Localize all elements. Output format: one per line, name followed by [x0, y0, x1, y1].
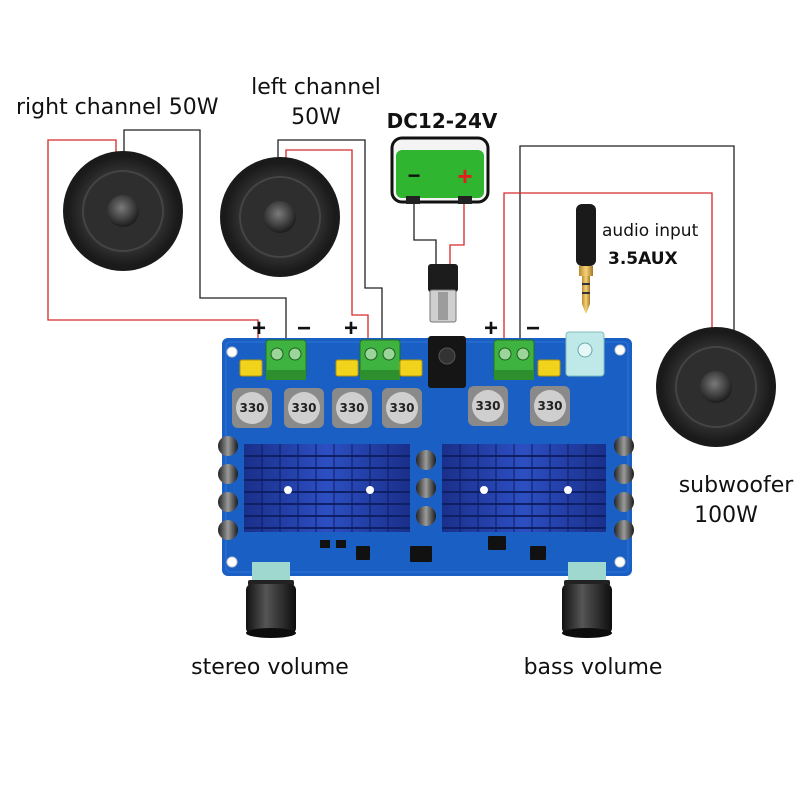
- label-subwoofer-1: subwoofer: [679, 473, 795, 498]
- label-power-supply: DC12-24V: [387, 109, 498, 133]
- wire-left-black: [277, 139, 383, 342]
- label-right-channel: right channel 50W: [16, 95, 219, 120]
- inductor-label: 330: [291, 401, 316, 415]
- sub-plus: +: [484, 315, 498, 342]
- label-audio-input-1: audio input: [602, 221, 699, 241]
- inductor-1: 330: [232, 388, 272, 428]
- bass-pot-base: [568, 562, 606, 580]
- polarity-markers: + − + + −: [252, 315, 540, 342]
- terminal-subwoofer: [493, 339, 535, 380]
- speaker-right-icon: [63, 151, 183, 271]
- wire-sub-black: [519, 145, 735, 340]
- wire-sub-red: [503, 192, 713, 340]
- battery-minus-sign: −: [408, 163, 421, 188]
- wire-left-red: [285, 149, 369, 342]
- terminal-left-channel: [359, 339, 401, 380]
- inductor-label: 330: [475, 399, 500, 413]
- battery-plus-sign: +: [457, 161, 472, 191]
- inductor-2: 330: [284, 388, 324, 428]
- electrolytic-capacitors: [218, 436, 634, 540]
- left-plus: +: [344, 315, 358, 342]
- battery-icon: − +: [390, 136, 490, 204]
- stereo-volume-knob-icon[interactable]: [246, 580, 296, 638]
- bass-volume-knob-icon[interactable]: [562, 580, 612, 638]
- inductor-6: 330: [530, 386, 570, 426]
- wire-right-black: [123, 129, 287, 342]
- inductor-label: 330: [537, 399, 562, 413]
- terminal-right-channel: [265, 339, 307, 380]
- wires: [47, 129, 735, 342]
- label-left-channel-2: 50W: [291, 105, 341, 130]
- right-minus: −: [297, 315, 311, 342]
- heatsink-right: [442, 444, 606, 532]
- label-left-channel-1: left channel: [251, 75, 381, 100]
- speaker-left-icon: [220, 157, 340, 277]
- inductors: 330 330 330 330 330: [232, 386, 570, 428]
- dc-jack-icon: [428, 264, 458, 323]
- inductor-4: 330: [382, 388, 422, 428]
- heatsink-left: [244, 444, 410, 532]
- wire-power-black: [413, 200, 437, 265]
- speaker-subwoofer-icon: [656, 327, 776, 447]
- mounting-holes: [226, 344, 626, 568]
- board-power-jack: [428, 336, 466, 388]
- board-audio-jack: [565, 331, 605, 377]
- ic-chips: [320, 536, 546, 562]
- inductor-label: 330: [389, 401, 414, 415]
- inductor-3: 330: [332, 388, 372, 428]
- label-audio-input-2: 3.5AUX: [608, 249, 678, 269]
- audio-plug-icon: [576, 204, 596, 314]
- label-subwoofer-2: 100W: [694, 503, 758, 528]
- labels: right channel 50W left channel 50W DC12-…: [16, 75, 794, 680]
- amplifier-board: 330 330 330 330 330: [218, 331, 634, 580]
- film-capacitors: [239, 359, 561, 377]
- wire-power-red: [449, 200, 465, 265]
- inductor-label: 330: [239, 401, 264, 415]
- inductor-label: 330: [339, 401, 364, 415]
- label-bass-volume: bass volume: [524, 655, 663, 680]
- sub-minus: −: [526, 315, 540, 342]
- wire-right-red: [47, 139, 259, 340]
- inductor-5: 330: [468, 386, 508, 426]
- stereo-pot-base: [252, 562, 290, 580]
- right-plus: +: [252, 315, 266, 342]
- label-stereo-volume: stereo volume: [191, 655, 349, 680]
